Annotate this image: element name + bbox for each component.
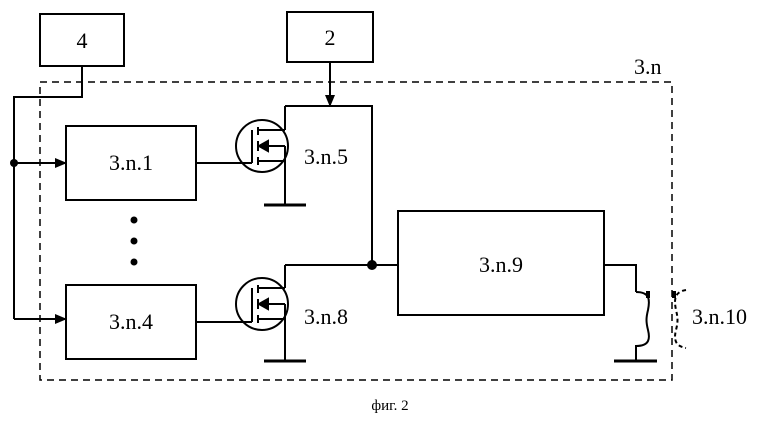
figure-caption: фиг. 2 [371, 398, 408, 414]
transistor-top [236, 106, 288, 205]
ellipsis-dot-3 [131, 259, 138, 266]
ellipsis-dot-1 [131, 217, 138, 224]
capacitor-mark-left [646, 291, 650, 298]
capacitor-plate-left [636, 292, 649, 361]
label-box-4: 4 [77, 28, 88, 53]
capacitor-mark-right [672, 291, 676, 298]
label-transistor-top: 3.n.5 [304, 144, 348, 169]
label-capacitor: 3.n.10 [692, 304, 747, 329]
wire-box4-bus [14, 66, 82, 319]
label-block-4: 3.n.4 [109, 309, 153, 334]
label-block-1: 3.n.1 [109, 150, 153, 175]
junction-dot-left [10, 159, 18, 167]
ellipsis-dot-2 [131, 238, 138, 245]
wire-block9-output [604, 265, 636, 292]
junction-dot-mid [367, 260, 377, 270]
label-box-2: 2 [325, 25, 336, 50]
label-transistor-bottom: 3.n.8 [304, 304, 348, 329]
wire-top-rail [285, 106, 372, 265]
transistor-bottom [236, 265, 288, 361]
capacitor-plate-right [675, 290, 686, 348]
label-block-9: 3.n.9 [479, 252, 523, 277]
label-module: 3.n [634, 54, 662, 79]
